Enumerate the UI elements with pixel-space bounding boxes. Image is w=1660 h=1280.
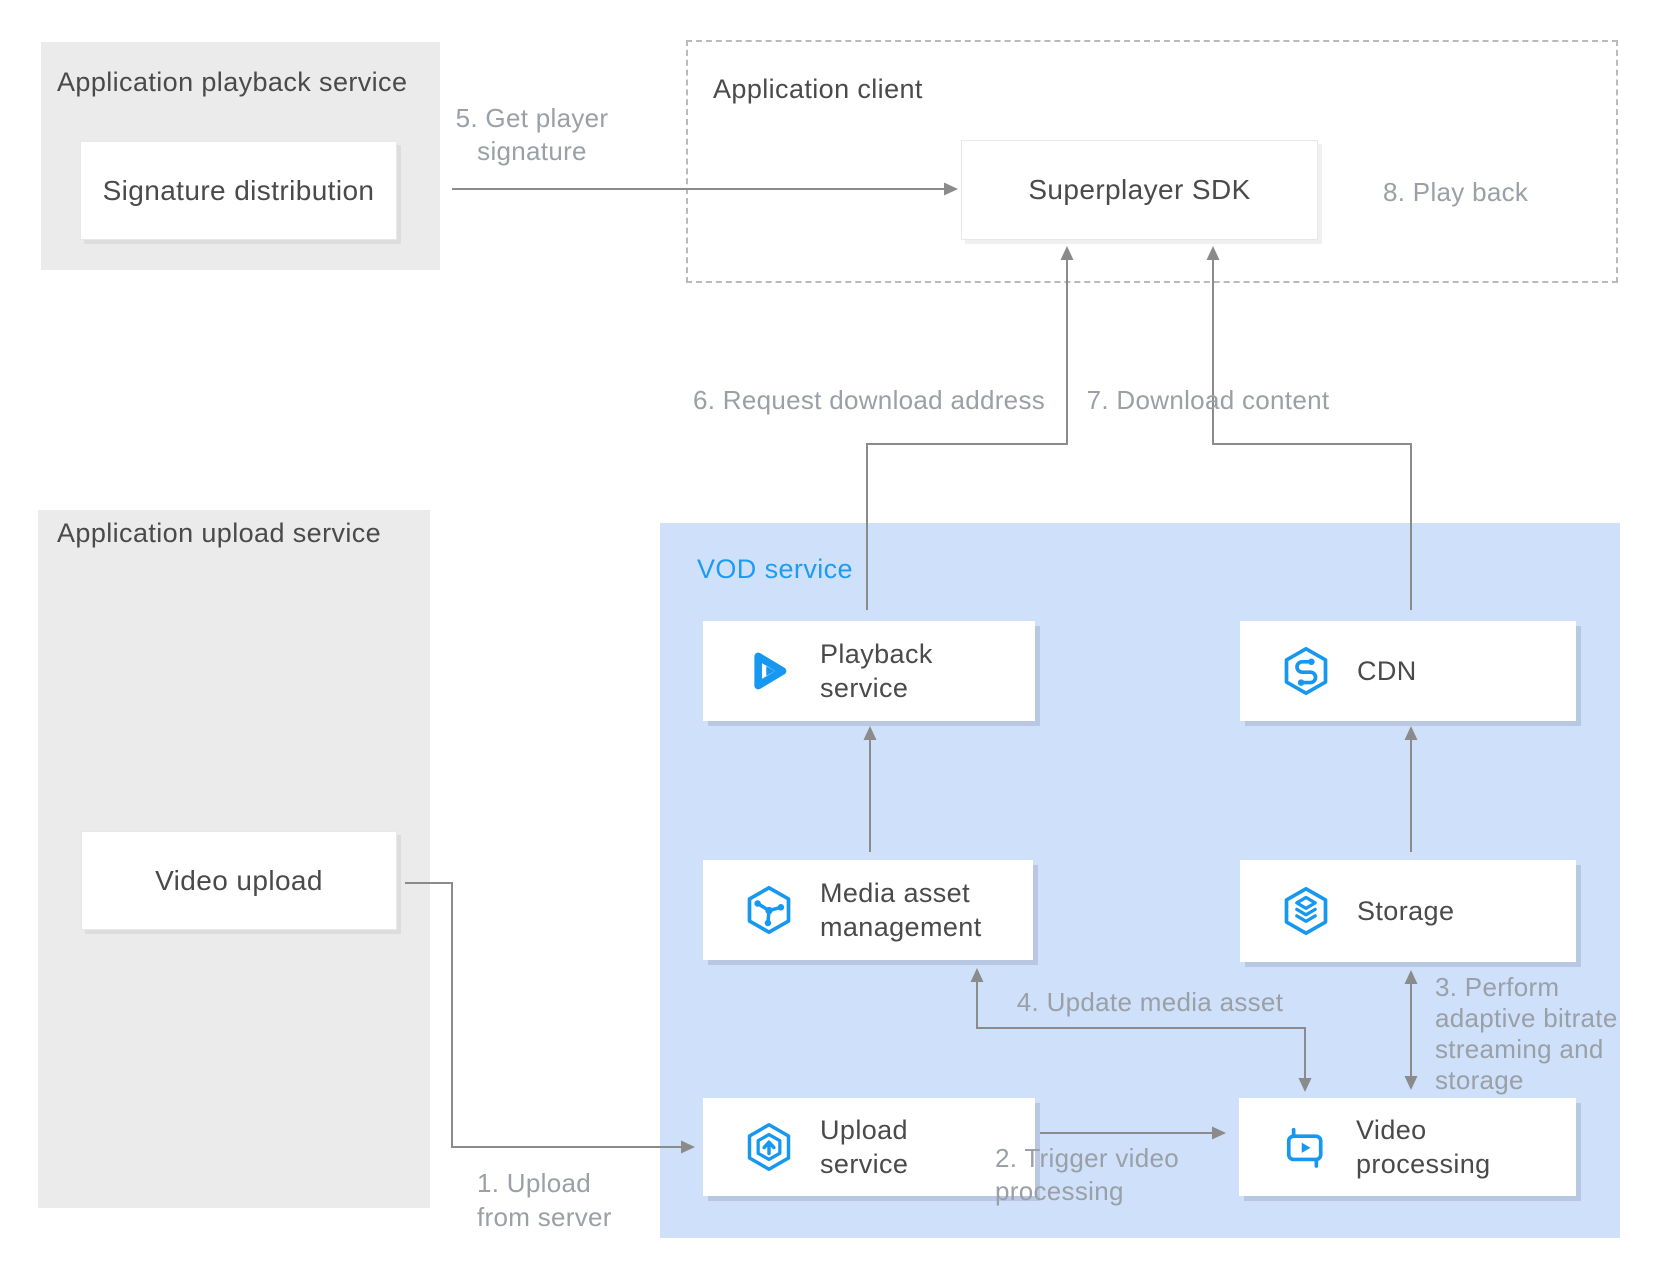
step1-label: 1. Upload from server bbox=[477, 1168, 612, 1232]
video-upload-box: Video upload bbox=[81, 831, 397, 930]
step4-label: 4. Update media asset bbox=[1016, 987, 1284, 1017]
cdn-node: CDN bbox=[1240, 621, 1576, 721]
step2-label: 2. Trigger video processing bbox=[995, 1143, 1180, 1206]
step5-label: 5. Get player signature bbox=[455, 103, 609, 166]
video-processing-icon bbox=[1286, 1127, 1323, 1168]
upload-service-node: Upload service bbox=[703, 1098, 1035, 1196]
step7-label: 7. Download content bbox=[1086, 385, 1330, 415]
storage-hexagon-icon bbox=[1284, 886, 1328, 936]
play-icon bbox=[754, 652, 787, 690]
playback-service-node-label: Playback service bbox=[820, 639, 933, 703]
application-playback-service-title: Application playback service bbox=[57, 67, 408, 97]
step8-play-back-label: 8. Play back bbox=[1383, 177, 1529, 207]
media-asset-management-node: Media asset management bbox=[703, 860, 1033, 960]
superplayer-sdk-label: Superplayer SDK bbox=[1028, 174, 1251, 205]
playback-service-node: Playback service bbox=[703, 621, 1035, 721]
step3-label: 3. Perform adaptive bitrate streaming an… bbox=[1435, 972, 1618, 1095]
media-asset-management-node-label: Media asset management bbox=[820, 878, 982, 942]
upload-hexagon-icon bbox=[747, 1123, 791, 1171]
superplayer-sdk-box: Superplayer SDK bbox=[961, 140, 1318, 240]
cdn-hexagon-icon bbox=[1284, 646, 1328, 696]
upload-service-node-label: Upload service bbox=[820, 1115, 909, 1179]
cdn-node-label: CDN bbox=[1357, 656, 1417, 686]
vod-service-title: VOD service bbox=[697, 554, 853, 584]
application-upload-service-title: Application upload service bbox=[57, 518, 382, 548]
video-processing-node-label: Video processing bbox=[1356, 1115, 1491, 1179]
storage-node: Storage bbox=[1240, 860, 1576, 962]
connector-1-upload-from-server bbox=[405, 882, 681, 1148]
application-client-title: Application client bbox=[713, 74, 923, 104]
signature-distribution-label: Signature distribution bbox=[102, 174, 375, 206]
signature-distribution-box: Signature distribution bbox=[80, 141, 397, 240]
media-asset-hexagon-icon bbox=[747, 885, 791, 935]
storage-node-label: Storage bbox=[1357, 896, 1455, 926]
video-processing-node: Video processing bbox=[1239, 1098, 1576, 1196]
step6-label: 6. Request download address bbox=[692, 385, 1046, 415]
video-upload-label: Video upload bbox=[155, 864, 323, 896]
